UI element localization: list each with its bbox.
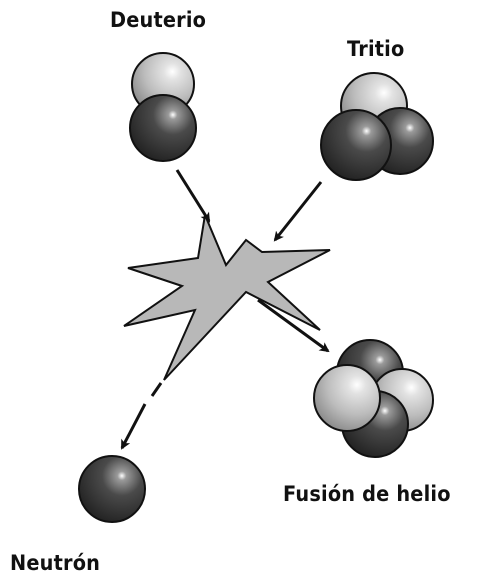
deuterium-label: Deuterio <box>110 8 207 32</box>
tritium-arrow <box>273 181 323 242</box>
proton <box>313 364 381 432</box>
neutron-arrow-segment <box>150 382 163 397</box>
free-neutron <box>78 455 146 523</box>
neutron-arrow <box>120 403 147 450</box>
helium-arrow <box>257 298 330 353</box>
neutron-label: Neutrón <box>10 551 101 575</box>
helium-label: Fusión de helio <box>283 482 451 506</box>
neutron <box>320 109 392 181</box>
deuterium-nucleus <box>129 52 197 162</box>
fusion-star <box>123 211 331 381</box>
tritium-label: Tritio <box>347 37 405 61</box>
helium-nucleus <box>313 339 434 458</box>
deuterium-arrow <box>175 169 211 223</box>
neutron <box>129 94 197 162</box>
tritium-nucleus <box>320 72 434 181</box>
